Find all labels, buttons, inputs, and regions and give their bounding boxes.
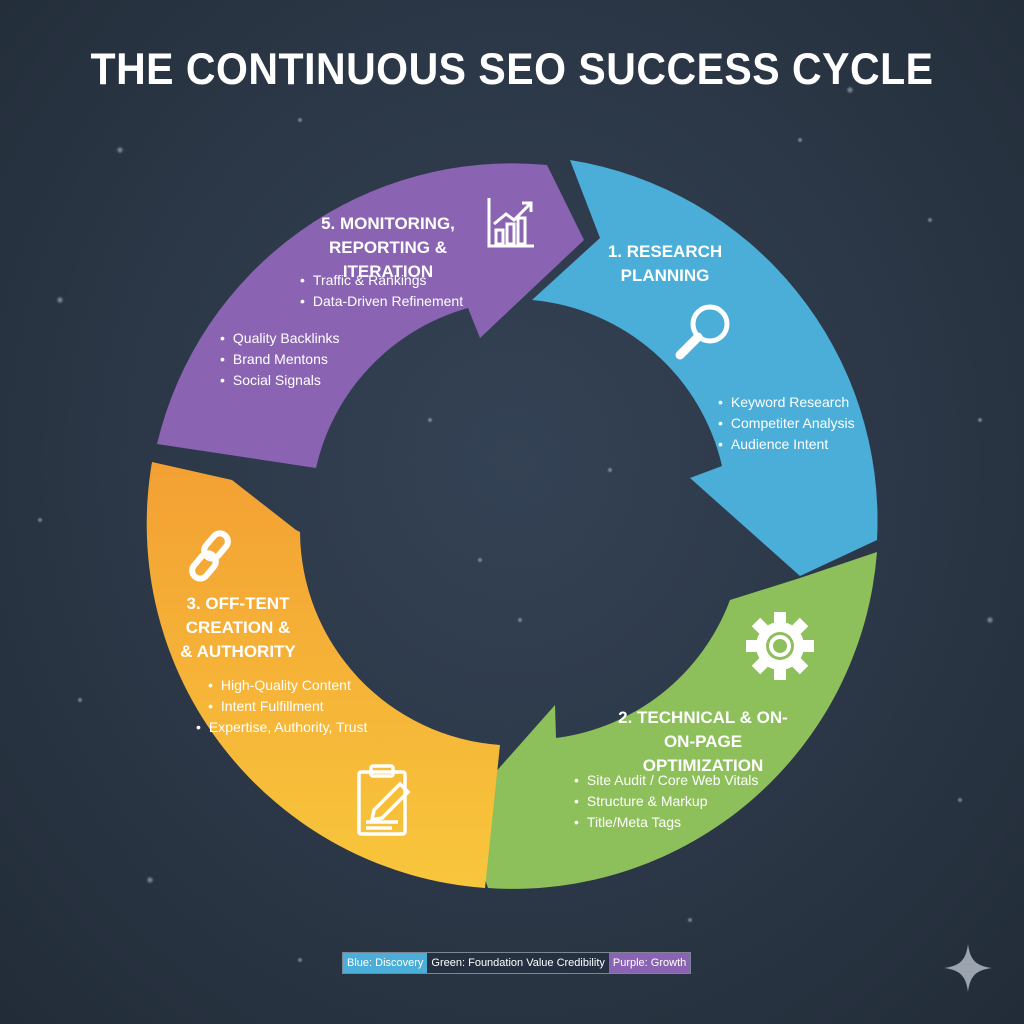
legend: Blue: Discovery Green: Foundation Value …: [342, 952, 692, 974]
legend-item-blue: Blue: Discovery: [343, 953, 428, 973]
legend-item-purple: Purple: Growth: [608, 953, 691, 973]
chain-link-icon: [189, 530, 231, 582]
background-dots: [37, 86, 994, 963]
content-list: High-Quality Content Intent Fulfillment …: [208, 675, 367, 738]
list-item: Audience Intent: [718, 434, 855, 455]
sparkle-icon: [944, 944, 992, 992]
monitoring-list: Traffic & Rankings Data-Driven Refinemen…: [300, 270, 463, 312]
list-item: Intent Fulfillment: [208, 696, 367, 717]
clipboard-pencil-icon: [357, 764, 411, 836]
magnifier-icon: [675, 304, 730, 360]
list-item: Social Signals: [220, 370, 340, 391]
authority-list: Quality Backlinks Brand Mentons Social S…: [220, 328, 340, 391]
legend-item-green: Green: Foundation Value Credibility: [427, 953, 609, 973]
monitoring-segment: [157, 163, 584, 468]
gear-icon: [746, 612, 814, 680]
list-item: Competiter Analysis: [718, 413, 855, 434]
list-item: Structure & Markup: [574, 791, 758, 812]
list-item: Keyword Research: [718, 392, 855, 413]
list-item: Traffic & Rankings: [300, 270, 463, 291]
list-item: Expertise, Authority, Trust: [196, 717, 367, 738]
technical-heading: 2. TECHNICAL & ON- ON-PAGE OPTIMIZATION: [618, 708, 788, 775]
list-item: Title/Meta Tags: [574, 812, 758, 833]
list-item: Site Audit / Core Web Vitals: [574, 770, 758, 791]
research-heading: 1. RESEARCH PLANNING: [607, 242, 723, 285]
list-item: Brand Mentons: [220, 349, 340, 370]
list-item: Data-Driven Refinement: [300, 291, 463, 312]
technical-list: Site Audit / Core Web Vitals Structure &…: [574, 770, 758, 833]
list-item: Quality Backlinks: [220, 328, 340, 349]
research-segment: [532, 160, 878, 576]
content-heading: 3. OFF-TENT CREATION & & AUTHORITY: [180, 594, 296, 661]
page-title: THE CONTINUOUS SEO SUCCESS CYCLE: [90, 44, 934, 94]
growth-chart-icon: [487, 198, 534, 248]
list-item: High-Quality Content: [208, 675, 367, 696]
research-list: Keyword Research Competiter Analysis Aud…: [718, 392, 855, 455]
